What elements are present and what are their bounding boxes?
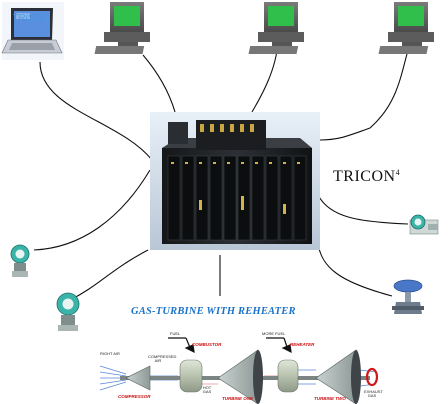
controller-name-label: TRICON4 bbox=[333, 168, 400, 186]
triconex-controller-image bbox=[150, 112, 320, 250]
link-transmitter-right bbox=[317, 194, 409, 225]
hot-gas-label: HOT GAS bbox=[202, 385, 212, 394]
laptop-icon bbox=[1, 2, 64, 60]
gas-turbine-diagram bbox=[99, 337, 379, 404]
workstation-icon bbox=[94, 2, 150, 54]
compressed-air-label: COMPRESSED AIR bbox=[148, 354, 177, 363]
laptop-caption: TRiSTo bbox=[12, 13, 45, 24]
turbine-one-label: TURBINE ONE bbox=[222, 396, 254, 401]
pressure-transmitter-icon bbox=[409, 214, 439, 235]
combustor-label: COMBUSTOR bbox=[192, 342, 222, 347]
pressure-transmitter-icon bbox=[10, 244, 30, 277]
inlet-air-label: RIGHT AIR bbox=[100, 351, 120, 356]
compressor-label: COMPRESSOR bbox=[118, 394, 151, 399]
link-laptop bbox=[39, 61, 153, 161]
fuel-label: FUEL bbox=[170, 331, 181, 336]
control-valve-icon bbox=[392, 279, 424, 314]
controller-name: TRICON bbox=[333, 168, 396, 185]
workstation-icon bbox=[248, 2, 304, 54]
reheater-label: REHEATER bbox=[290, 342, 315, 347]
process-title: GAS-TURBINE WITH REHEATER bbox=[131, 306, 296, 317]
more-fuel-arrow bbox=[266, 337, 292, 354]
turbine-two-label: TURBINE TWO bbox=[314, 396, 346, 401]
pressure-transmitter-icon bbox=[56, 292, 80, 331]
link-transmitter-lower bbox=[69, 249, 149, 301]
controller-mark: 4 bbox=[395, 168, 401, 177]
fuel-arrow bbox=[168, 337, 195, 354]
link-workstation-3 bbox=[319, 49, 409, 141]
exhaust-gas-label: EXHAUST GAS bbox=[364, 389, 383, 398]
link-workstation-1 bbox=[142, 54, 176, 113]
link-valve bbox=[317, 243, 393, 297]
link-transmitter-left bbox=[33, 169, 151, 251]
workstation-icon bbox=[378, 2, 434, 54]
more-fuel-label: MORE FUEL bbox=[262, 331, 286, 336]
